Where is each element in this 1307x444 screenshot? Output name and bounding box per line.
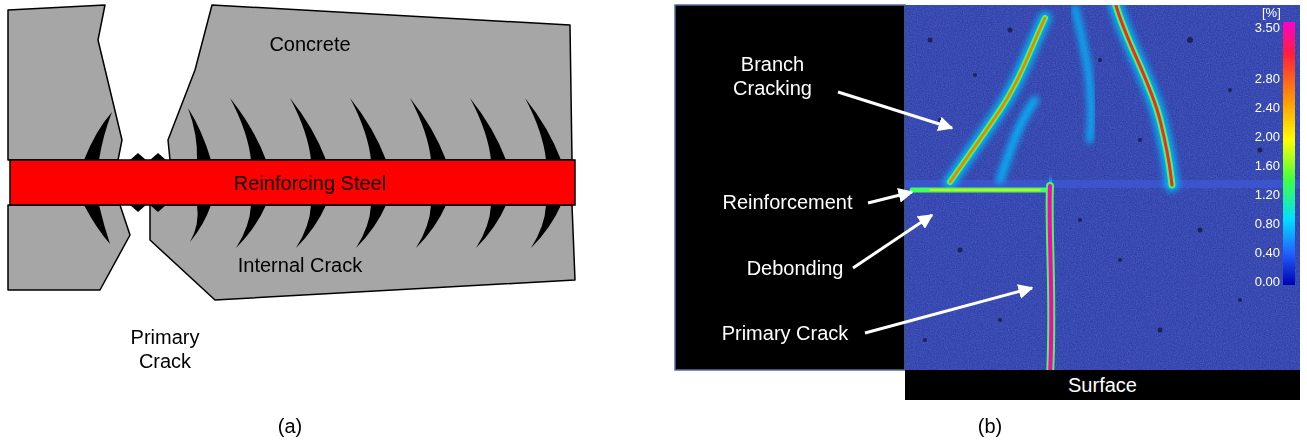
colorbar (1283, 22, 1295, 285)
surface-band: Surface (905, 370, 1300, 400)
callout-arrows (838, 92, 1032, 333)
black-panel (675, 5, 905, 370)
colorbar-unit: [%] (1262, 5, 1302, 21)
dic-strain-image (905, 5, 1300, 370)
callout-label: Debonding (740, 256, 850, 280)
panel-label: (b) (965, 414, 1015, 438)
internal-crack-label: Internal Crack (215, 253, 385, 277)
panel-label: (a) (265, 414, 315, 438)
concrete-label: Concrete (240, 32, 380, 56)
steel-label: Reinforcing Steel (200, 171, 420, 195)
tick-label: 1.60 (1236, 158, 1280, 174)
callout-label: Primary Crack (705, 321, 865, 345)
tick-label: 2.00 (1236, 129, 1280, 145)
tick-label: 0.80 (1236, 216, 1280, 232)
concrete-schematic (8, 5, 575, 300)
internal-cracks (84, 98, 561, 248)
tick-label: 2.40 (1236, 100, 1280, 116)
bar-ribs (130, 153, 166, 212)
callout-label: Branch Cracking (715, 52, 830, 100)
reinforcing-bar (10, 160, 575, 205)
callout-label: Reinforcement (700, 190, 875, 214)
tick-label: 3.50 (1236, 20, 1280, 36)
band-text: Surface (1068, 373, 1137, 397)
tick-label: 0.40 (1236, 245, 1280, 261)
tick-label: 0.00 (1236, 274, 1280, 290)
primary-crack-label: Primary Crack (115, 325, 215, 373)
tick-label: 1.20 (1236, 187, 1280, 203)
tick-label: 2.80 (1236, 71, 1280, 87)
